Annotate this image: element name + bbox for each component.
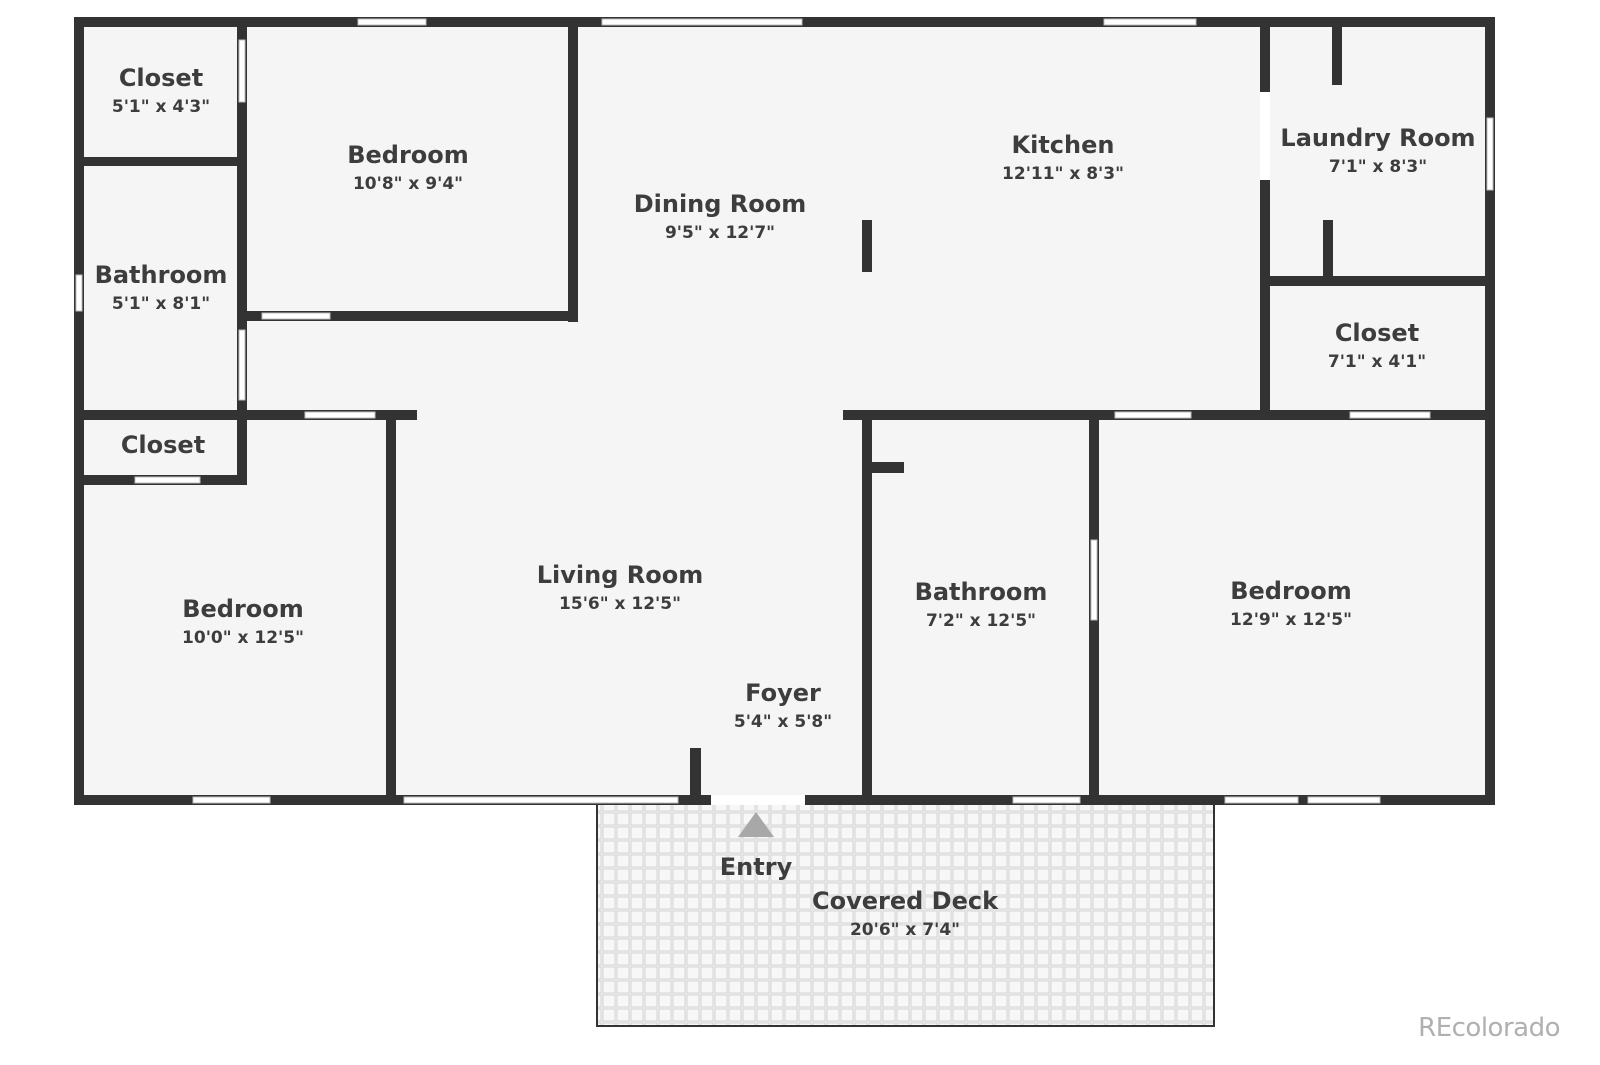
room-dims-bedroom-north: 10'8" x 9'4" bbox=[353, 174, 463, 194]
room-dims-kitchen: 12'11" x 8'3" bbox=[1002, 164, 1124, 184]
room-dims-laundry-room: 7'1" x 8'3" bbox=[1329, 157, 1427, 177]
room-name-foyer: Foyer bbox=[745, 679, 821, 707]
room-name-closet-east: Closet bbox=[1335, 319, 1419, 347]
covered-deck-floor bbox=[596, 803, 1215, 1027]
entry-arrow-icon bbox=[738, 812, 774, 837]
room-name-dining-room: Dining Room bbox=[634, 190, 807, 218]
room-name-closet-nw: Closet bbox=[119, 64, 203, 92]
room-dims-bedroom-southwest: 10'0" x 12'5" bbox=[182, 628, 304, 648]
room-name-bedroom-southeast: Bedroom bbox=[1230, 577, 1352, 605]
room-dims-dining-room: 9'5" x 12'7" bbox=[665, 223, 775, 243]
room-dims-foyer: 5'4" x 5'8" bbox=[734, 712, 832, 732]
room-dims-bathroom-west: 5'1" x 8'1" bbox=[112, 294, 210, 314]
room-name-bathroom-south: Bathroom bbox=[915, 578, 1048, 606]
room-name-bedroom-southwest: Bedroom bbox=[182, 595, 304, 623]
room-name-covered-deck: Covered Deck bbox=[812, 887, 999, 915]
entry-label: Entry bbox=[720, 853, 793, 881]
room-dims-closet-east: 7'1" x 4'1" bbox=[1328, 352, 1426, 372]
room-dims-covered-deck: 20'6" x 7'4" bbox=[850, 920, 960, 940]
room-dims-living-room: 15'6" x 12'5" bbox=[559, 594, 681, 614]
room-name-kitchen: Kitchen bbox=[1012, 131, 1115, 159]
room-name-closet-sw: Closet bbox=[121, 431, 205, 459]
watermark-logo: REcolorado bbox=[1418, 1013, 1560, 1043]
room-name-living-room: Living Room bbox=[537, 561, 703, 589]
room-name-bathroom-west: Bathroom bbox=[95, 261, 228, 289]
room-name-bedroom-north: Bedroom bbox=[347, 141, 469, 169]
room-dims-closet-nw: 5'1" x 4'3" bbox=[112, 97, 210, 117]
room-dims-bedroom-southeast: 12'9" x 12'5" bbox=[1230, 610, 1352, 630]
windows bbox=[75, 18, 1494, 805]
room-name-laundry-room: Laundry Room bbox=[1280, 124, 1475, 152]
room-dims-bathroom-south: 7'2" x 12'5" bbox=[926, 611, 1036, 631]
